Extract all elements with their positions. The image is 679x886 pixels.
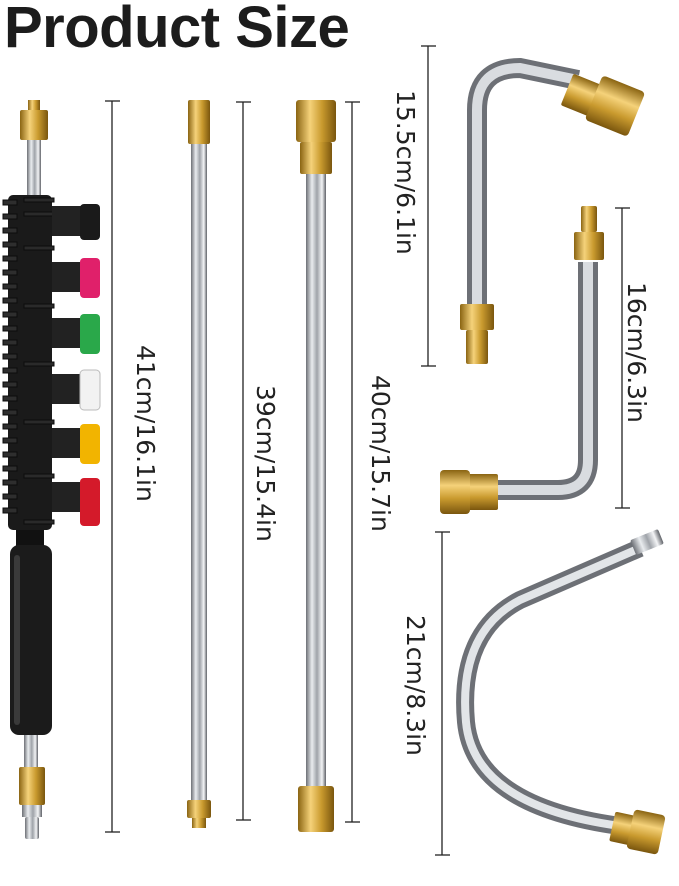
dimension-label-rod-a: 39cm/15.4in xyxy=(251,385,280,542)
nozzle-red xyxy=(52,478,100,526)
hook-rod-15cm xyxy=(460,57,645,364)
dimension-lines xyxy=(105,45,630,856)
nozzle-black xyxy=(52,204,100,240)
dimension-label-hook-a: 15.5cm/6.1in xyxy=(391,90,420,255)
nozzle-pink xyxy=(52,258,100,298)
straight-rod-39cm xyxy=(187,100,211,828)
page-title: Product Size xyxy=(4,0,350,60)
hook-rod-16cm xyxy=(440,206,604,514)
dimension-label-curve: 21cm/8.3in xyxy=(401,615,430,756)
dimension-label-wand: 41cm/16.1in xyxy=(131,345,160,502)
straight-rod-40cm xyxy=(296,100,336,832)
curved-rod-21cm xyxy=(456,529,666,855)
spray-wand xyxy=(2,100,101,839)
dimension-label-rod-b: 40cm/15.7in xyxy=(366,375,395,532)
nozzle-green xyxy=(52,314,100,354)
nozzle-white xyxy=(52,369,101,411)
nozzle-yellow xyxy=(52,424,100,464)
dimension-label-hook-b: 16cm/6.3in xyxy=(622,282,651,423)
